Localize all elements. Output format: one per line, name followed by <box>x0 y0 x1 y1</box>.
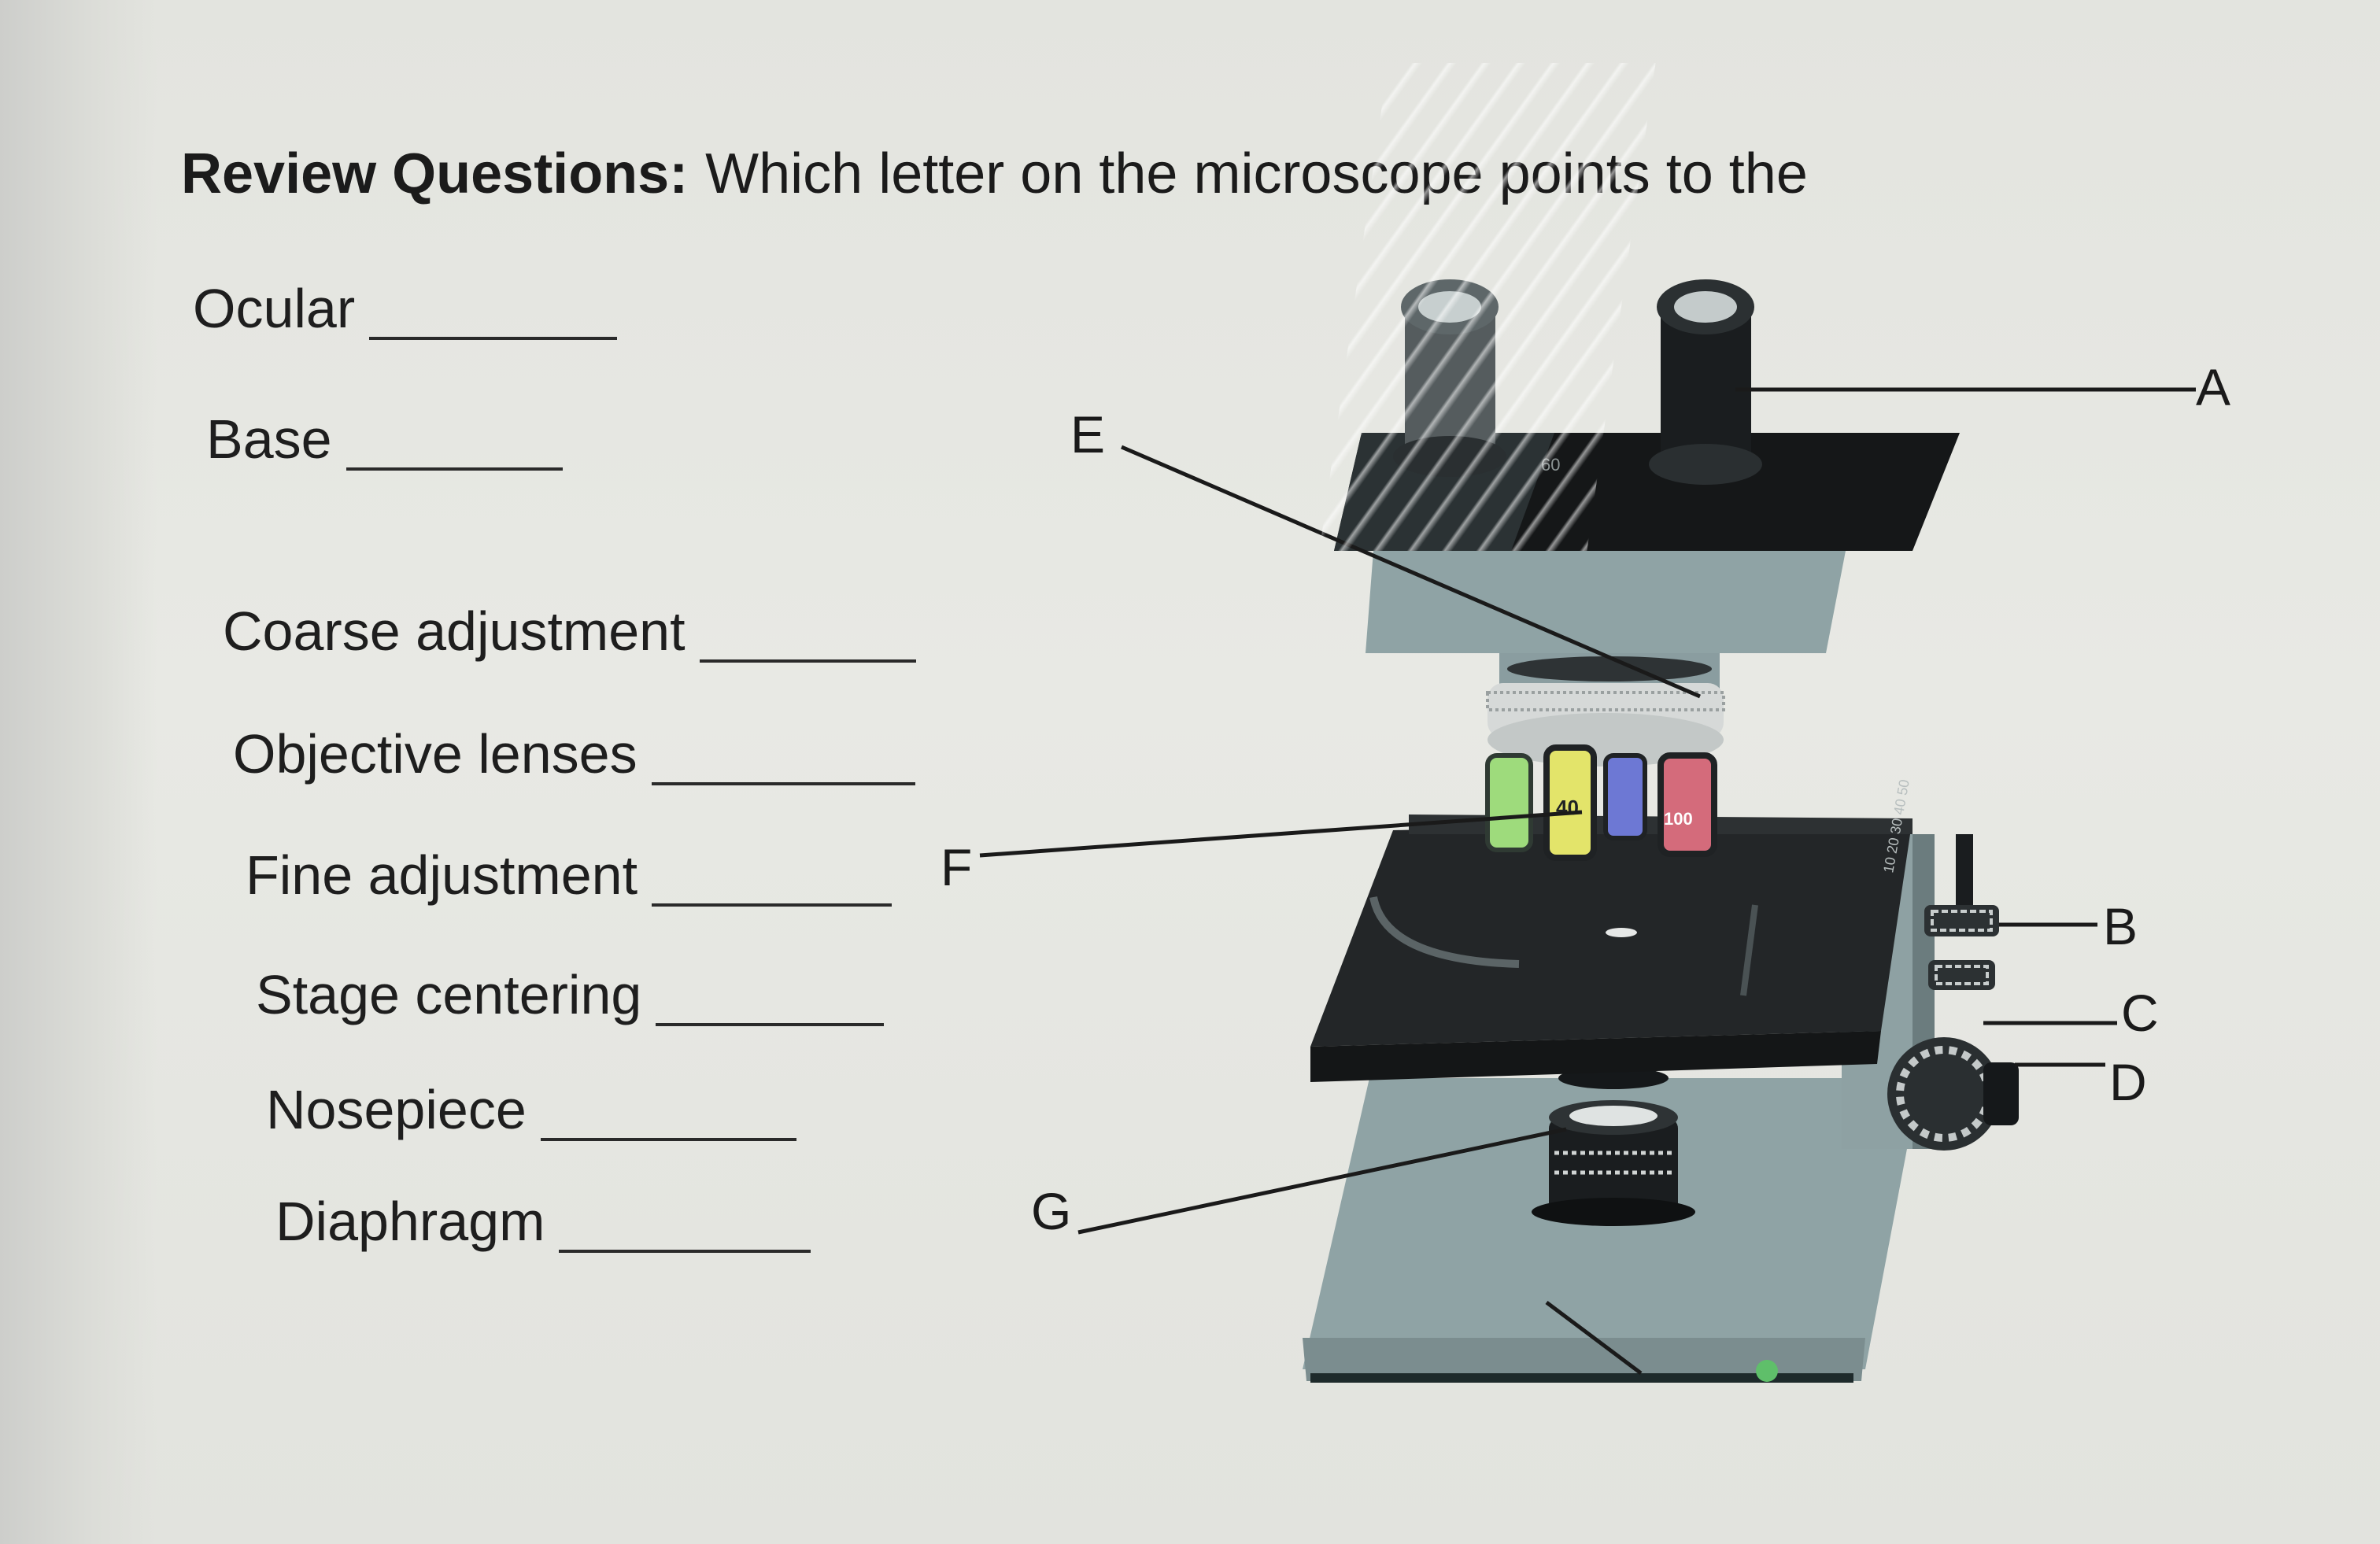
diaphragm-body <box>1549 1117 1678 1220</box>
callout-line-f <box>979 810 1583 858</box>
nosepiece-shadow <box>1507 656 1712 682</box>
head-scale: 60 <box>1541 455 1560 475</box>
stage-knob-lower <box>1928 960 1995 990</box>
objective-lens-red <box>1658 752 1717 857</box>
answer-blank-objective-lenses[interactable] <box>651 735 915 785</box>
objective-mark: 100 <box>1664 809 1693 829</box>
question-label: Nosepiece <box>266 1079 527 1140</box>
callout-d: D <box>2109 1053 2147 1111</box>
microscope-head <box>1366 551 1846 653</box>
callout-b: B <box>2103 897 2138 955</box>
question-label: Fine adjustment <box>246 844 638 906</box>
ocular-right-collar <box>1649 444 1762 485</box>
answer-blank-nosepiece[interactable] <box>540 1091 796 1141</box>
objective-lens-yellow <box>1543 744 1597 861</box>
answer-blank-base[interactable] <box>346 420 563 471</box>
answer-blank-ocular[interactable] <box>369 290 618 340</box>
base-front-edge <box>1303 1338 1865 1381</box>
callout-line-base <box>1545 1301 1643 1375</box>
question-coarse-adjustment: Coarse adjustment <box>223 600 916 663</box>
answer-blank-diaphragm[interactable] <box>559 1202 811 1253</box>
stage-front-edge <box>1310 1031 1881 1082</box>
diaphragm-lens <box>1569 1106 1658 1126</box>
question-stage-centering: Stage centering <box>256 963 885 1026</box>
monitor-bezel-edge <box>0 0 157 1544</box>
answer-blank-coarse-adjustment[interactable] <box>699 612 916 663</box>
knob-grip <box>1931 910 1993 932</box>
stage-clip-left <box>1369 896 1520 968</box>
question-label: Coarse adjustment <box>223 600 686 662</box>
question-nosepiece: Nosepiece <box>266 1078 796 1141</box>
callout-line-e <box>1121 445 1701 699</box>
stage-control-rod <box>1956 834 1973 905</box>
question-label: Base <box>206 408 332 470</box>
objective-lens-blue <box>1603 753 1647 840</box>
base-bottom-strip <box>1310 1373 1853 1383</box>
callout-c: C <box>2121 984 2159 1042</box>
answer-blank-fine-adjustment[interactable] <box>652 856 893 907</box>
question-fine-adjustment: Fine adjustment <box>246 844 893 907</box>
question-ocular: Ocular <box>193 277 618 340</box>
ocular-left-collar <box>1393 436 1506 477</box>
callout-a: A <box>2196 358 2230 416</box>
ocular-left-lens <box>1418 291 1481 323</box>
title-bold: Review Questions: <box>181 142 689 205</box>
coarse-adjustment-knob <box>1887 1037 2001 1151</box>
question-label: Stage centering <box>256 964 642 1025</box>
callout-g: G <box>1031 1182 1071 1240</box>
ocular-right <box>1661 303 1751 468</box>
stage-aperture <box>1606 928 1637 937</box>
knob-grip <box>1935 965 1989 985</box>
question-label: Diaphragm <box>275 1191 545 1252</box>
fine-adjustment-knob <box>1983 1062 2019 1125</box>
ocular-right-lens <box>1674 291 1737 323</box>
diaphragm-ring <box>1532 1198 1695 1226</box>
question-base: Base <box>206 408 563 471</box>
power-indicator <box>1756 1360 1778 1382</box>
callout-e: E <box>1070 405 1105 464</box>
nosepiece-ridges <box>1486 691 1725 711</box>
callout-line-g <box>1077 1127 1567 1235</box>
question-label: Objective lenses <box>233 723 638 785</box>
objective-lens-green <box>1485 753 1533 852</box>
callout-f: F <box>941 838 972 896</box>
answer-blank-stage-centering[interactable] <box>656 976 885 1026</box>
question-label: Ocular <box>193 278 356 339</box>
stage-clip-right <box>1740 904 1758 996</box>
question-objective-lenses: Objective lenses <box>233 722 915 785</box>
question-diaphragm: Diaphragm <box>275 1190 811 1253</box>
